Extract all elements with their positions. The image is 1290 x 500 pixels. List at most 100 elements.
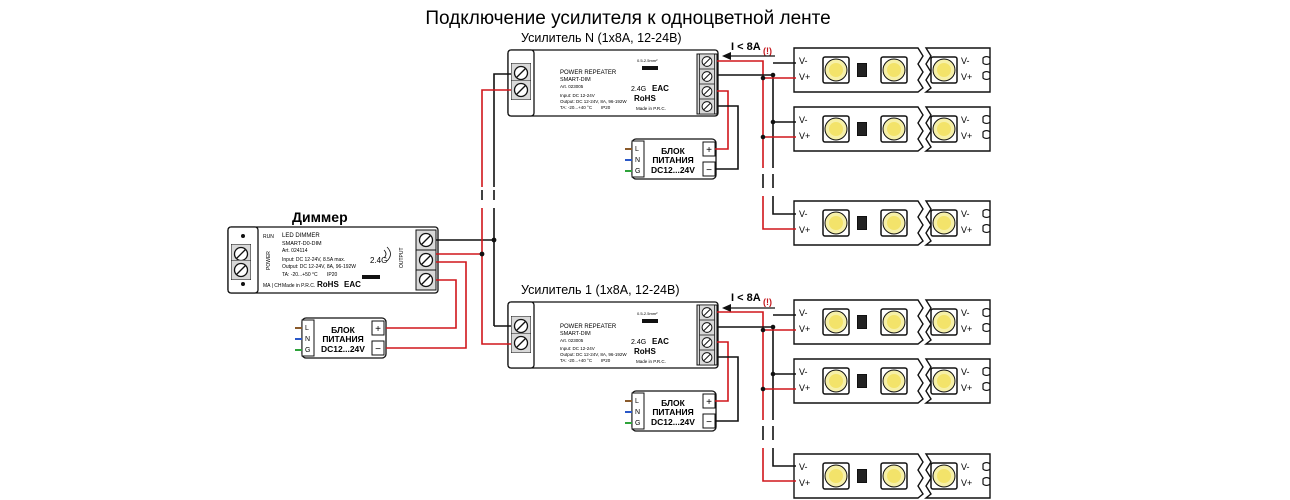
led-chip — [880, 115, 908, 143]
psu-dimmer-minus: − — [375, 344, 381, 355]
dimmer-run: RUN — [263, 234, 274, 240]
resistor — [857, 216, 867, 230]
strip-vplus-right: V+ — [961, 324, 972, 334]
led-chip — [930, 308, 958, 336]
psu-n-line3: DC12...24V — [651, 165, 695, 175]
amplifier-n-current: I < 8A — [731, 41, 761, 53]
psu-dimmer-term-g: G — [305, 347, 310, 354]
psu-dimmer-line2: ПИТАНИЯ — [322, 334, 363, 344]
amplifier-n-input: Input: DC 12-24V — [560, 93, 595, 98]
dimmer-art: Art. 024114 — [282, 248, 308, 254]
led-chip — [822, 367, 850, 395]
strip-vminus-left: V- — [799, 115, 808, 125]
strip-vplus-left: V+ — [799, 72, 810, 82]
dimmer-output-terminals — [416, 230, 436, 290]
psu-dimmer: L N G БЛОК ПИТАНИЯ DC12...24V + − — [295, 317, 387, 359]
amplifier-1-warning: (!) — [763, 297, 772, 307]
dimmer: Диммер RUN MA | CH POWER LED DIMMER SMAR… — [227, 209, 439, 294]
resistor — [857, 469, 867, 483]
psu-1-term-l: L — [635, 398, 639, 405]
psu-n-line2: ПИТАНИЯ — [652, 155, 693, 165]
amplifier-1-output: Output: DC 12-24V, 8A, 96-192W — [560, 352, 627, 357]
amplifier-1-temp: TA: -20...+40 °C — [560, 358, 593, 363]
led-chip — [930, 209, 958, 237]
dimmer-rohs: RoHS — [317, 280, 339, 289]
strip-vplus-right: V+ — [961, 225, 972, 235]
amplifier-n-made-in: Made in P.R.C. — [636, 106, 666, 111]
amplifier-1-rohs: RoHS — [634, 347, 656, 356]
wifi-icon — [383, 246, 391, 262]
amplifier-n-temp: TA: -20...+40 °C — [560, 105, 593, 110]
psu-n-line1: БЛОК — [661, 146, 685, 156]
dimmer-input: Input: DC 12-24V, 8.5A max. — [282, 257, 345, 263]
dimmer-model: SMART-D0-DIM — [282, 241, 322, 247]
amplifier-n-eac: EAC — [652, 84, 669, 93]
strip-vminus-right: V- — [961, 115, 970, 125]
wiring-amplifier-n — [715, 60, 796, 230]
resistor — [857, 122, 867, 136]
psu-1-term-g: G — [635, 420, 640, 427]
strip-vminus-right: V- — [961, 462, 970, 472]
psu-dimmer-term-l: L — [305, 325, 309, 332]
amplifier-1-ip: IP20 — [601, 358, 611, 363]
led-strip-segment: V-V+V-V+ — [793, 358, 991, 404]
amplifier-1-name: POWER REPEATER — [560, 324, 617, 330]
dimmer-output-side: OUTPUT — [399, 247, 405, 268]
led-strip-segment: V-V+V-V+ — [793, 299, 991, 345]
psu-n-plus: + — [706, 145, 712, 156]
resistor — [857, 63, 867, 77]
resistor — [857, 374, 867, 388]
led-chip — [880, 209, 908, 237]
amplifier-1-eac: EAC — [652, 337, 669, 346]
strip-vplus-left: V+ — [799, 225, 810, 235]
led-chip — [822, 462, 850, 490]
psu-1-line1: БЛОК — [661, 398, 685, 408]
psu-1-plus: + — [706, 397, 712, 408]
led-chip — [880, 462, 908, 490]
psu-1-minus: − — [706, 417, 712, 428]
strip-vminus-right: V- — [961, 367, 970, 377]
amplifier-1-current: I < 8A — [731, 292, 761, 304]
diagram-title: Подключение усилителя к одноцветной лент… — [425, 8, 830, 29]
led-strip-segment: V-V+V-V+ — [793, 106, 991, 152]
psu-1-term-n: N — [635, 409, 640, 416]
psu-n-term-n: N — [635, 157, 640, 164]
dimmer-temp: TA: -20...+50 °C — [282, 272, 318, 278]
dimmer-eac: EAC — [344, 280, 361, 289]
amplifier-n: Усилитель N (1x8A, 12-24В) POWER REPEATE… — [507, 31, 775, 117]
psu-amplifier-1: L N G БЛОК ПИТАНИЯ DC12...24V + − — [625, 390, 717, 432]
dimmer-freq: 2.4G — [370, 256, 387, 265]
strip-vminus-right: V- — [961, 209, 970, 219]
amplifier-1-made-in: Made in P.R.C. — [636, 359, 666, 364]
led-chip — [930, 462, 958, 490]
wiring — [386, 73, 511, 349]
led-strip-segment: V-V+V-V+ — [793, 453, 991, 499]
strip-vminus-left: V- — [799, 462, 808, 472]
resistor — [857, 315, 867, 329]
led-chip — [822, 56, 850, 84]
amplifier-n-model: SMART-DIM — [560, 77, 591, 83]
led-chip — [880, 56, 908, 84]
dimmer-name: LED DIMMER — [282, 233, 320, 239]
amplifier-n-ip: IP20 — [601, 105, 611, 110]
led-chip — [930, 367, 958, 395]
led-strip-segment: V- V+ V- V+ — [793, 47, 991, 93]
strip-vplus-left: V+ — [799, 478, 810, 488]
amplifier-1-label: Усилитель 1 (1x8A, 12-24В) — [521, 283, 680, 297]
led-chip — [822, 115, 850, 143]
amplifier-1-freq: 2.4G — [631, 339, 646, 346]
amplifier-n-rohs: RoHS — [634, 94, 656, 103]
psu-dimmer-line1: БЛОК — [331, 325, 355, 335]
strip-vminus-left: V- — [799, 308, 808, 318]
dimmer-power-terminals — [231, 244, 251, 280]
strip-vplus-right: V+ — [961, 72, 972, 82]
led-strips: V-V+V-V+V-V+V-V+V-V+V-V+V-V+V-V+V-V+V-V+… — [793, 47, 991, 499]
strip-vminus-right: V- — [961, 56, 970, 66]
psu-dimmer-term-n: N — [305, 336, 310, 343]
dimmer-ip: IP20 — [327, 272, 338, 278]
strip-vminus-left: V- — [799, 56, 808, 66]
led-chip — [880, 367, 908, 395]
amplifier-n-label: Усилитель N (1x8A, 12-24В) — [521, 31, 682, 45]
led-chip — [880, 308, 908, 336]
